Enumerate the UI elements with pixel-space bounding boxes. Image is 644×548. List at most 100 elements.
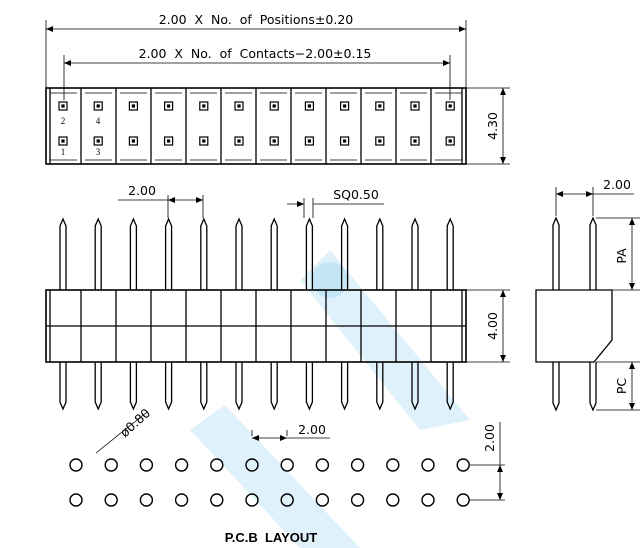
pin-lower (446, 362, 454, 411)
dim-front-height: 4.00 (485, 312, 500, 340)
pcb-hole (386, 458, 400, 472)
pcb-hole (315, 493, 330, 507)
pin-upper (411, 217, 419, 290)
pcb-hole (350, 493, 365, 507)
pcb-hole (456, 493, 470, 507)
contact-square (128, 101, 138, 111)
contact-pin-tip (343, 104, 347, 108)
pin-lower (129, 362, 138, 411)
side-housing (535, 289, 613, 363)
pcb-hole (280, 493, 294, 507)
pcb-hole (69, 458, 83, 472)
contact-pin-tip (272, 139, 276, 143)
pin-label-3: 3 (96, 147, 101, 157)
contact-pin-tip (343, 139, 347, 143)
pcb-hole (245, 493, 259, 507)
contact-square (445, 101, 455, 111)
pin-lower (376, 362, 384, 411)
pin-upper (270, 217, 278, 290)
pin-lower (270, 362, 278, 411)
contact-pin-tip (413, 139, 417, 143)
pcb-layout: ø0.80 2.00 2.00 P.C.B LAYOUT (69, 405, 505, 545)
top-view: 2.00 X No. of Positions±0.20 2.00 X No. … (45, 12, 510, 165)
pcb-hole (245, 458, 259, 472)
contact-pin-tip (96, 139, 100, 143)
dim-top-height: 4.30 (485, 112, 500, 140)
pin-label-1: 1 (61, 147, 66, 157)
pin-upper (340, 217, 349, 290)
pcb-hole (421, 458, 435, 472)
pin-lower (340, 362, 349, 411)
dim-hole-diameter: ø0.80 (117, 405, 153, 440)
pin-label-2: 2 (61, 116, 66, 126)
contact-square (164, 136, 174, 146)
pin-lower (59, 362, 67, 411)
pin-upper (129, 217, 138, 290)
contact-pin-tip (61, 139, 65, 143)
contact-square (340, 101, 350, 111)
label-pa: PA (614, 248, 629, 264)
contact-pin-tip (96, 104, 100, 108)
contact-square (269, 101, 279, 111)
contact-square (304, 101, 314, 111)
pcb-hole (456, 458, 470, 472)
dim-front-pitch: 2.00 (128, 183, 156, 198)
pin-upper (59, 217, 67, 290)
contact-pin-tip (237, 104, 241, 108)
contact-pin-tip (272, 104, 276, 108)
contact-pin-tip (61, 104, 65, 108)
pin-upper (305, 217, 314, 290)
pin-lower (94, 362, 102, 411)
contact-pin-tip (131, 139, 135, 143)
contact-pin-tip (237, 139, 241, 143)
contact-pin-tip (378, 104, 382, 108)
contact-square (410, 136, 420, 146)
pcb-hole (280, 458, 294, 472)
contact-square (445, 136, 455, 146)
pcb-hole (174, 493, 189, 507)
dim-contacts: 2.00 X No. of Contacts−2.00±0.15 (139, 46, 372, 61)
pin-upper (200, 217, 208, 290)
dim-pcb-row: 2.00 (482, 424, 497, 452)
dim-pcb-pitch: 2.00 (298, 422, 326, 437)
contact-pin-tip (307, 104, 311, 108)
contact-square (375, 136, 385, 146)
dim-side-pitch: 2.00 (603, 177, 631, 192)
pcb-hole (315, 458, 330, 472)
contact-square (410, 101, 420, 111)
contact-square (340, 136, 350, 146)
contact-pin-tip (202, 104, 206, 108)
contact-square (164, 101, 174, 111)
side-view: 2.00 PA PC (535, 177, 640, 412)
pin-lower (235, 362, 243, 411)
contact-pin-tip (413, 104, 417, 108)
pin-upper (446, 217, 454, 290)
pcb-hole (386, 493, 400, 507)
contact-square (269, 136, 279, 146)
contact-pin-tip (307, 139, 311, 143)
pcb-hole (210, 458, 224, 472)
contact-pin-tip (202, 139, 206, 143)
pin-upper (94, 217, 102, 290)
contact-square (93, 101, 103, 111)
contact-square (234, 136, 244, 146)
contact-pin-tip (378, 139, 382, 143)
pin-upper (376, 217, 384, 290)
pin-upper (235, 217, 243, 290)
contact-square (58, 101, 68, 111)
pcb-hole (69, 493, 83, 507)
contact-square (199, 136, 209, 146)
contact-pin-tip (448, 104, 452, 108)
label-pc: PC (614, 378, 629, 395)
pin-lower (200, 362, 208, 411)
pin-label-4: 4 (96, 116, 101, 126)
contact-pin-tip (131, 104, 135, 108)
contact-square (128, 136, 138, 146)
contact-square (58, 136, 68, 146)
contact-pin-tip (167, 104, 171, 108)
contact-square (234, 101, 244, 111)
contact-pin-tip (448, 139, 452, 143)
pcb-hole (350, 458, 365, 472)
pcb-layout-title: P.C.B LAYOUT (225, 530, 318, 545)
watermark (190, 250, 470, 548)
